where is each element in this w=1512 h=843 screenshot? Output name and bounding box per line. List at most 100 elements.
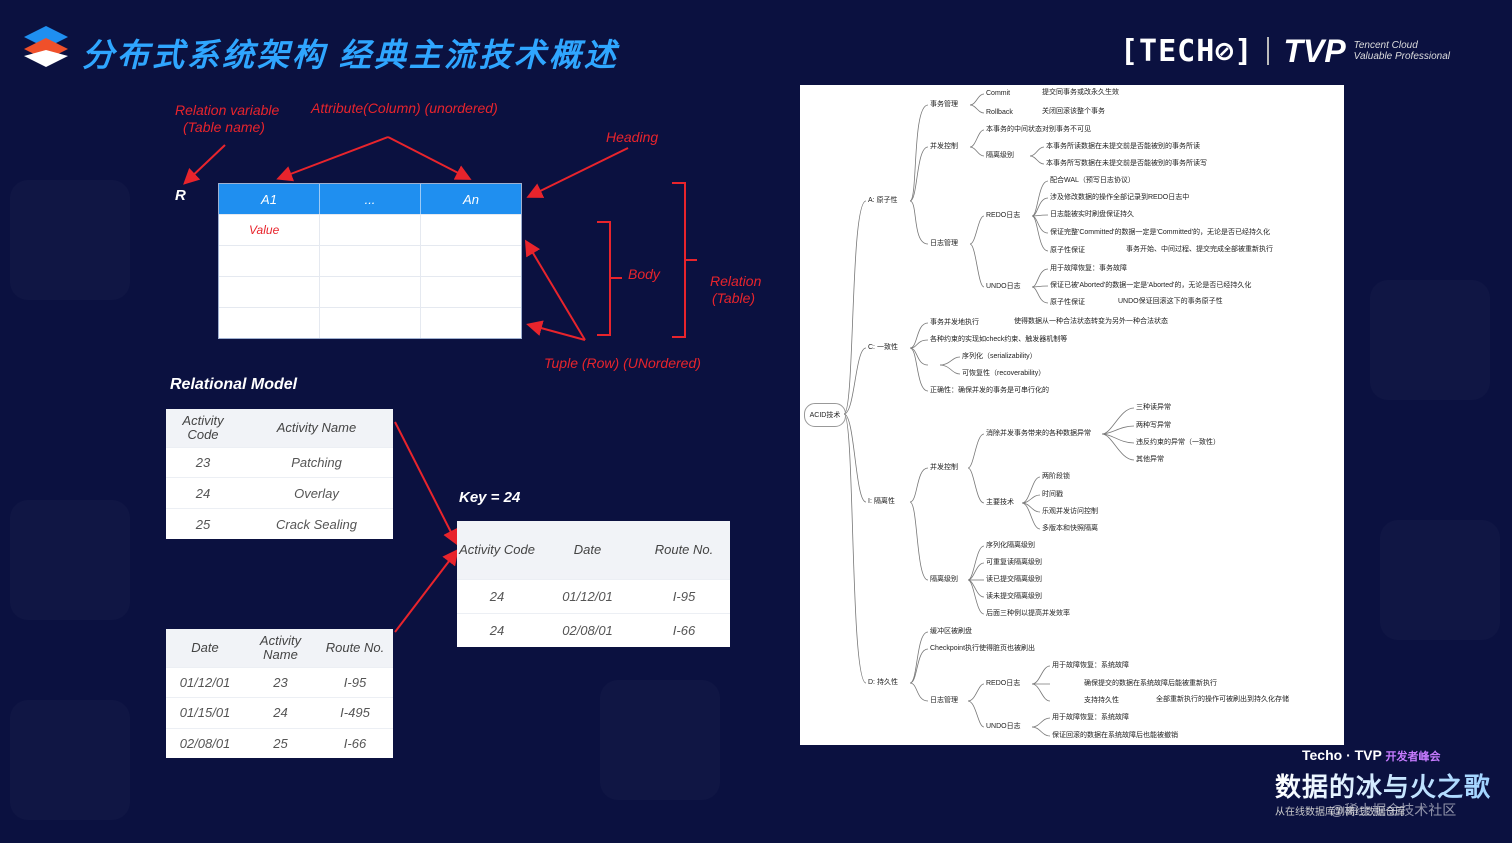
col-date: Date [166, 629, 244, 667]
brand-divider [1267, 37, 1270, 65]
cell: 23 [244, 666, 317, 698]
mm-node: 可重复读隔离级别 [986, 559, 1042, 566]
mm-node: 读已提交隔离级别 [986, 576, 1042, 583]
mm-node: 三种读异常 [1136, 404, 1171, 411]
mm-node: 提交同事务或改永久生效 [1042, 89, 1119, 96]
mm-node: 用于故障恢复：系统故障 [1052, 662, 1129, 669]
mm-node: 隔离级别 [930, 576, 958, 583]
mm-node: 序列化（serializability） [962, 353, 1037, 360]
tencent-cloud-caption: Tencent Cloud Valuable Professional [1354, 40, 1450, 62]
cell: 01/12/01 [166, 666, 244, 698]
mm-node: 事务并发地执行 [930, 319, 979, 326]
key-label: Key = 24 [459, 489, 521, 506]
cell: 01/15/01 [166, 697, 244, 729]
col-route-no: Route No. [317, 629, 393, 667]
relation-body-row [219, 307, 521, 338]
label-attribute: Attribute(Column) (unordered) [311, 100, 498, 116]
col-activity-name: Activity Name [240, 409, 393, 447]
techo-logo: [TECH⊘] [1120, 33, 1254, 69]
mm-node: 涉及修改数据的操作全部记录到REDO日志中 [1050, 194, 1190, 201]
relation-body-row: Value [219, 214, 521, 245]
arrow-tuple-bottom [526, 320, 586, 341]
slide-title: 分布式系统架构 经典主流技术概述 [82, 37, 619, 73]
mm-node: UNDO日志 [986, 723, 1021, 730]
cell: 02/08/01 [537, 613, 638, 647]
relation-heading-row: A1 ... An [219, 184, 521, 214]
mm-node: 本事务的中间状态对别事务不可见 [986, 126, 1091, 133]
cell: 25 [166, 508, 240, 539]
relation-body-row [219, 245, 521, 276]
arrow-heading [526, 147, 629, 198]
mm-node: 支持持久性 [1084, 697, 1119, 704]
mm-node: 并发控制 [930, 464, 958, 471]
mm-node: 两种写异常 [1136, 422, 1171, 429]
event-logo: Techo · TVP 开发者峰会 数据的冰与火之歌 从在线数据库到离线数据仓库 [1270, 745, 1500, 825]
relation-body-row [219, 276, 521, 307]
mm-node: 隔离级别 [986, 152, 1014, 159]
col-route-no: Route No. [638, 521, 730, 579]
cell: Overlay [240, 477, 393, 509]
mm-node: 用于故障恢复：事务故障 [1050, 265, 1127, 272]
mm-node: 并发控制 [930, 143, 958, 150]
relation-table: A1 ... An Value [218, 183, 522, 339]
event-logo-tag: 开发者峰会 [1385, 751, 1441, 763]
branch-durability: D: 持久性 [868, 679, 898, 686]
label-tuple: Tuple (Row) (UNordered) [544, 355, 701, 371]
col-activity-code: Activity Code [166, 409, 240, 447]
cell: 02/08/01 [166, 727, 244, 758]
label-relation: Relation [710, 273, 762, 289]
mm-node: 本事务所读数据在未提交前是否能被别的事务所读 [1046, 143, 1200, 150]
cell: 24 [457, 578, 537, 614]
mm-node: 原子性保证 [1050, 247, 1085, 254]
event-logo-brand: Techo · TVP [1302, 747, 1382, 763]
mm-node: 保证回滚的数据在系统故障后也能被撤销 [1052, 732, 1178, 739]
branch-consistency: C: 一致性 [868, 344, 898, 351]
col-activity-name: Activity Name [244, 629, 317, 667]
event-logo-title: 数据的冰与火之歌 [1275, 767, 1491, 804]
brand-logo: [TECH⊘] TVP Tencent Cloud Valuable Profe… [1120, 32, 1450, 69]
mm-node: 本事务所写数据在未提交前是否能被别的事务所读写 [1046, 160, 1207, 167]
mm-node: 读未提交隔离级别 [986, 593, 1042, 600]
mm-node: 主要技术 [986, 499, 1014, 506]
mm-node: 原子性保证 [1050, 299, 1085, 306]
cell: 24 [457, 613, 537, 647]
tc-line2: Valuable Professional [1353, 51, 1451, 62]
mm-node: 正确性：确保并发的事务是可串行化的 [930, 387, 1049, 394]
table-header-row: Date Activity Name Route No. [166, 629, 393, 667]
mm-node: 序列化隔离级别 [986, 542, 1035, 549]
event-logo-top: Techo · TVP 开发者峰会 [1302, 747, 1441, 764]
cell: 24 [166, 477, 240, 509]
mm-node: 消除并发事务带来的各种数据异常 [986, 430, 1091, 437]
mm-node: UNDO保证回滚这下的事务原子性 [1118, 298, 1223, 305]
mm-node: 后面三种例以提高并发效率 [986, 610, 1070, 617]
value-cell: Value [219, 215, 320, 245]
label-heading: Heading [606, 129, 659, 145]
mm-node: Rollback [986, 109, 1013, 116]
arrow-relation-variable [183, 144, 226, 185]
label-r: R [175, 187, 186, 204]
label-table: (Table) [712, 290, 756, 306]
mm-node: 事务管理 [930, 101, 958, 108]
tvp-logo: TVP [1283, 32, 1346, 69]
mm-node: 违反约束的异常（一致性） [1136, 439, 1220, 446]
cell: 23 [166, 446, 240, 478]
branch-isolation: I: 隔离性 [868, 498, 895, 505]
cell: Patching [240, 446, 393, 478]
mm-node: Commit [986, 90, 1011, 97]
mm-node: 使得数据从一种合法状态转变为另外一种合法状态 [1014, 318, 1168, 325]
mm-node: 时间戳 [1042, 491, 1063, 498]
mm-node: 日志管理 [930, 240, 958, 247]
mm-node: 配合WAL（预写日志协议） [1050, 177, 1135, 184]
mm-node: UNDO日志 [986, 283, 1021, 290]
mm-node: 乐观并发访问控制 [1042, 508, 1098, 515]
mm-node: 日志能被实时刷盘保证持久 [1050, 211, 1134, 218]
